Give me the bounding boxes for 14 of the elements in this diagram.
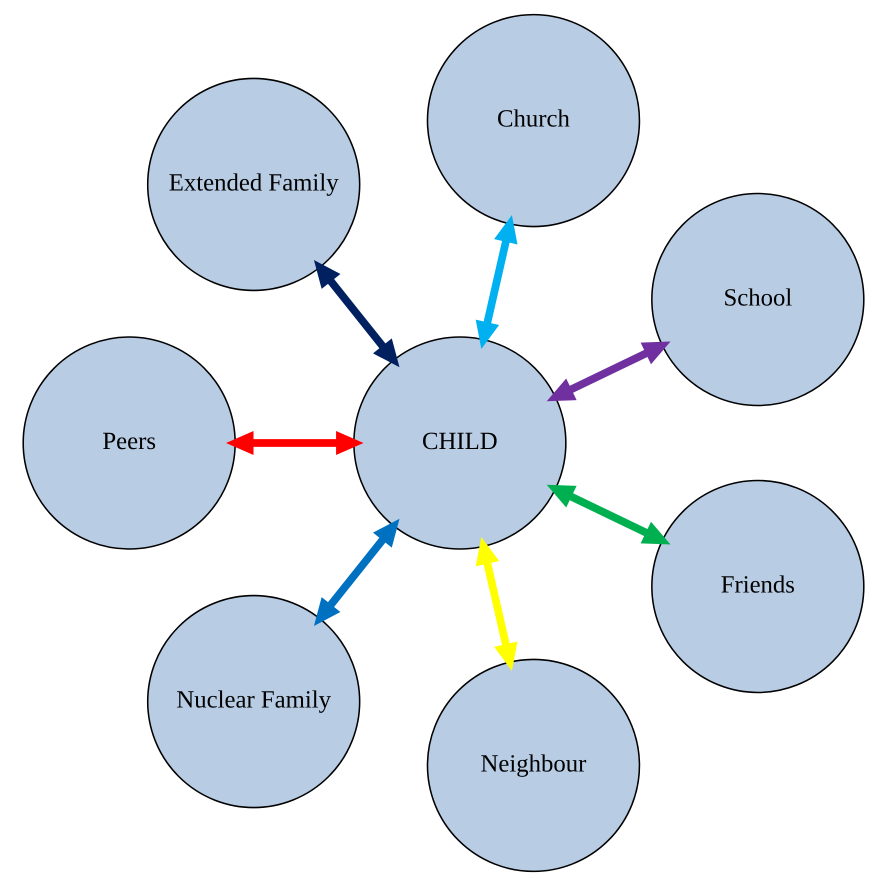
- node-circle: Church: [426, 14, 640, 228]
- node-circle: School: [650, 192, 864, 406]
- node-circle: Friends: [650, 480, 864, 694]
- arrow: [313, 260, 399, 368]
- node-circle: Extended Family: [146, 78, 360, 292]
- arrow: [475, 215, 517, 350]
- arrow: [475, 536, 517, 671]
- node-circle: Nuclear Family: [146, 594, 360, 808]
- arrow: [313, 518, 399, 626]
- arrow: [546, 342, 670, 402]
- node-circle: Neighbour: [426, 658, 640, 872]
- arrow: [226, 431, 364, 455]
- node-circle: Peers: [22, 336, 236, 550]
- arrow: [546, 484, 670, 544]
